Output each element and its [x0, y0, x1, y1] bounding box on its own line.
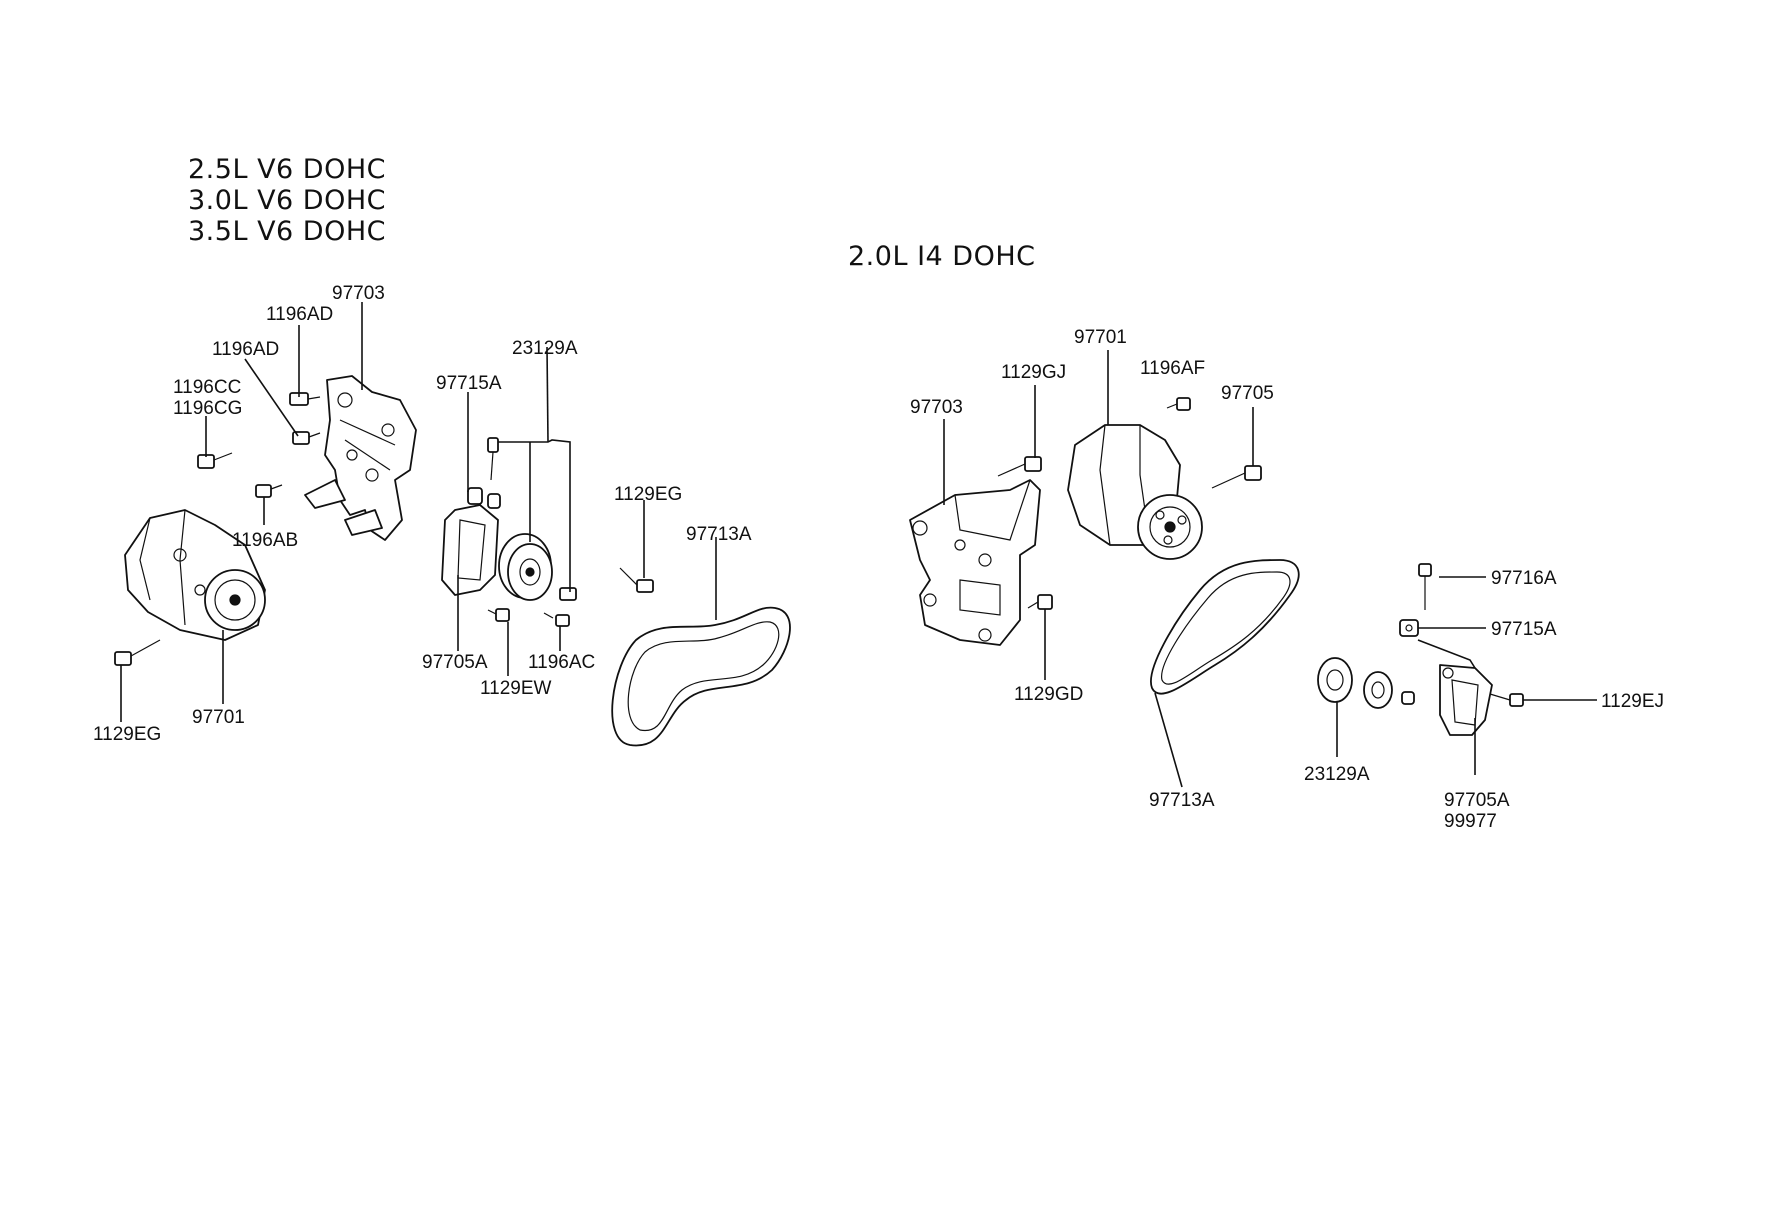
- label-1196af: 1196AF: [1140, 358, 1205, 379]
- label-1129gd: 1129GD: [1014, 684, 1083, 705]
- bracket-97703-part: [304, 375, 417, 541]
- label-1129ew: 1129EW: [480, 678, 552, 699]
- label-1129eg-right: 1129EG: [614, 484, 682, 505]
- label-97713a-right: 97713A: [1149, 790, 1215, 811]
- engine-title-2-5l: 2.5L V6 DOHC: [188, 154, 386, 185]
- bolt-1129eg-left-part: [114, 639, 161, 666]
- bolt-1129ej-part: [1489, 693, 1524, 707]
- label-1196ac: 1196AC: [528, 652, 595, 673]
- bolt-1129ew-part: [487, 608, 510, 622]
- label-97705a-right: 97705A: [1444, 790, 1510, 811]
- bolt-97705-part: [1211, 465, 1262, 489]
- label-1196ad-upper: 1196AD: [266, 304, 333, 325]
- pulley-23129a-right-part: [1317, 657, 1415, 709]
- label-97715a-left: 97715A: [436, 373, 502, 394]
- bolt-1196cc-part: [197, 452, 233, 469]
- belt-97713a-right-part: [1150, 559, 1300, 695]
- belt-97713a-part: [611, 606, 791, 747]
- right-leader-lines: [943, 350, 1597, 788]
- bracket-97703-right-part: [909, 479, 1041, 646]
- label-97705a-left: 97705A: [422, 652, 488, 673]
- label-1129ej: 1129EJ: [1601, 691, 1664, 712]
- pulley-23129a-part: [498, 533, 553, 601]
- bolt-97715a-upper-part: [487, 437, 499, 481]
- label-97703-right: 97703: [910, 397, 963, 418]
- compressor-97701-part: [124, 509, 266, 641]
- left-leader-lines: [120, 302, 717, 722]
- label-97715a-right: 97715A: [1491, 619, 1557, 640]
- bolt-1129gd-part: [1027, 594, 1053, 610]
- bolt-1129eg-right-part: [619, 567, 654, 593]
- label-1129gj: 1129GJ: [1001, 362, 1066, 383]
- label-97701-right: 97701: [1074, 327, 1127, 348]
- bolt-97716a-part: [1418, 563, 1432, 610]
- label-97701-left: 97701: [192, 707, 245, 728]
- bolt-1196ab-part: [255, 484, 283, 498]
- tensioner-97705a-right-part: [1439, 664, 1493, 736]
- left-group-v6: 2.5L V6 DOHC 3.0L V6 DOHC 3.5L V6 DOHC: [93, 154, 791, 747]
- engine-title-3-0l: 3.0L V6 DOHC: [188, 185, 386, 216]
- bolt-1196af-part: [1166, 397, 1191, 411]
- label-1196cc: 1196CC: [173, 377, 241, 398]
- right-group-i4: 2.0L I4 DOHC: [848, 241, 1664, 832]
- label-97716a: 97716A: [1491, 568, 1557, 589]
- bolt-1129gj-part: [997, 456, 1042, 477]
- bolt-1196ad-upper-part: [289, 392, 321, 406]
- label-23129a-right: 23129A: [1304, 764, 1370, 785]
- engine-title-2-0l: 2.0L I4 DOHC: [848, 241, 1036, 272]
- label-99977: 99977: [1444, 811, 1497, 832]
- engine-title-3-5l: 3.5L V6 DOHC: [188, 216, 386, 247]
- bolt-1196ac-upper-part: [559, 587, 577, 601]
- bolt-1196ac-lower-part: [543, 612, 570, 627]
- compressor-97701-right-part: [1067, 424, 1203, 560]
- label-97705: 97705: [1221, 383, 1274, 404]
- clip-97715a-right-part: [1399, 619, 1419, 637]
- label-23129a-left: 23129A: [512, 338, 578, 359]
- label-97713a-left: 97713A: [686, 524, 752, 545]
- label-1129eg-left: 1129EG: [93, 724, 161, 745]
- tensioner-97705a-part: [441, 487, 501, 596]
- label-1196ad-lower: 1196AD: [212, 339, 279, 360]
- label-1196ab: 1196AB: [232, 530, 298, 551]
- label-1196cg: 1196CG: [173, 398, 242, 419]
- label-97703-left: 97703: [332, 283, 385, 304]
